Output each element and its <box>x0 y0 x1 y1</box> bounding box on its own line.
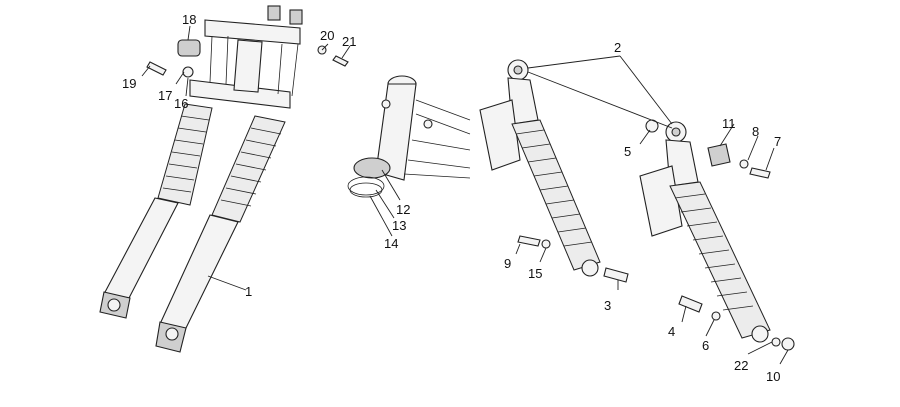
callout-22: 22 <box>734 358 748 373</box>
callout-17: 17 <box>158 88 172 103</box>
callout-1: 1 <box>245 284 252 299</box>
callout-4: 4 <box>668 324 675 339</box>
rear-shock-right <box>639 119 795 351</box>
callout-21: 21 <box>342 34 356 49</box>
rear-shock-left <box>479 59 629 283</box>
callout-15: 15 <box>528 266 542 281</box>
callout-5: 5 <box>624 144 631 159</box>
front-fork-assembly <box>99 5 349 353</box>
callout-6: 6 <box>702 338 709 353</box>
callout-11: 11 <box>722 116 736 131</box>
callout-13: 13 <box>392 218 406 233</box>
callout-20: 20 <box>320 28 334 43</box>
leader-lines <box>141 25 789 365</box>
callout-12: 12 <box>396 202 410 217</box>
callout-18: 18 <box>182 12 196 27</box>
steering-head-parts <box>347 75 471 198</box>
callout-3: 3 <box>604 298 611 313</box>
callout-16: 16 <box>174 96 188 111</box>
callout-10: 10 <box>766 369 780 384</box>
callout-7: 7 <box>774 134 781 149</box>
callout-2: 2 <box>614 40 621 55</box>
callout-14: 14 <box>384 236 398 251</box>
callout-9: 9 <box>504 256 511 271</box>
callout-labels: 1 2 3 4 5 6 7 8 9 10 11 12 13 14 15 16 1… <box>122 12 781 384</box>
callout-19: 19 <box>122 76 136 91</box>
callout-8: 8 <box>752 124 759 139</box>
